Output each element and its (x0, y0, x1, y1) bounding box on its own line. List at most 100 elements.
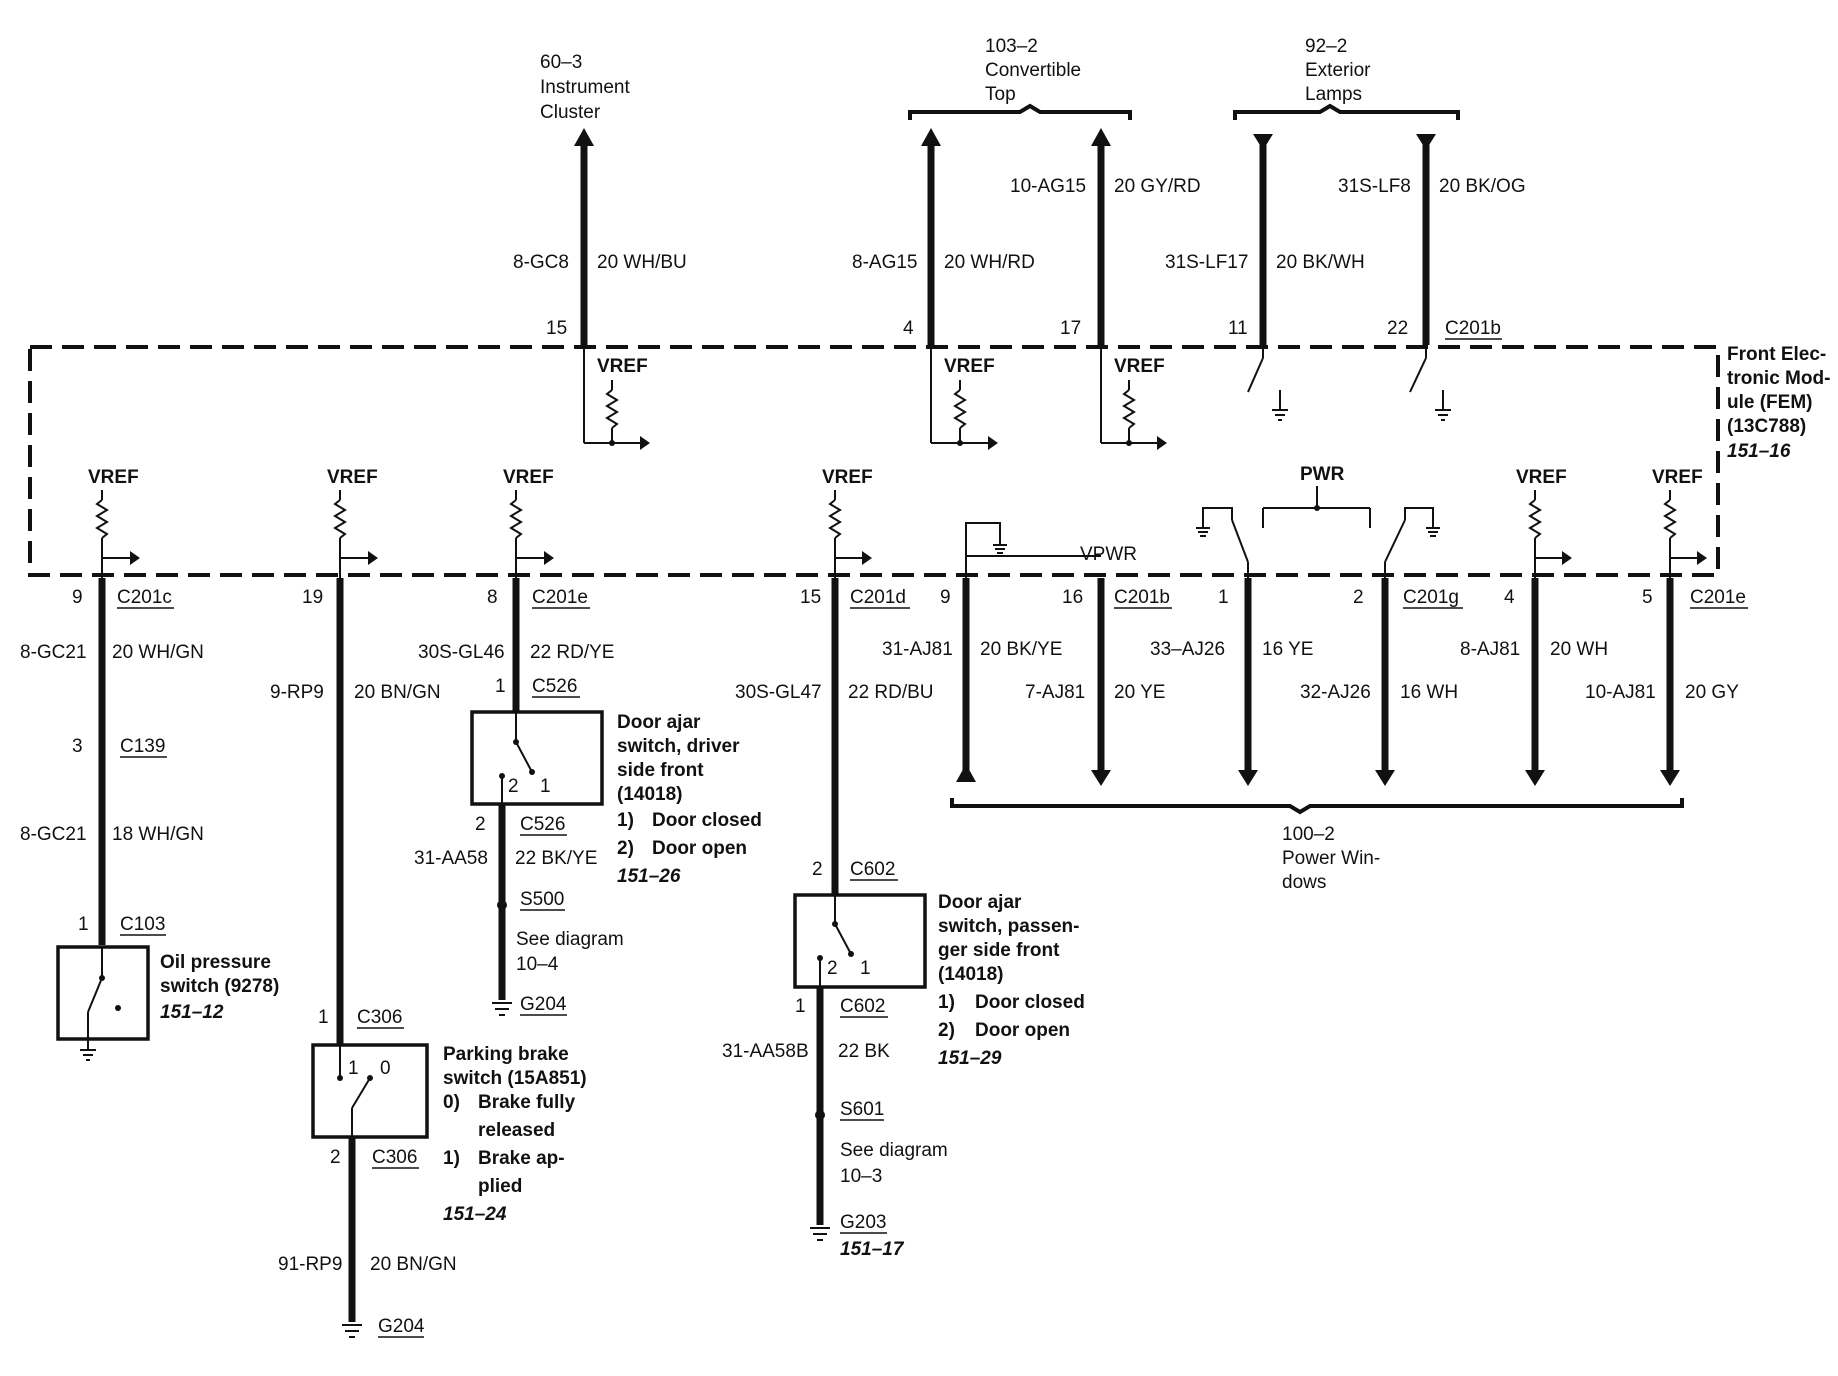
ref-power-windows: 100–2 Power Win- dows (950, 798, 1684, 893)
svg-text:31-AA58B: 31-AA58B (722, 1041, 809, 1062)
svg-text:Door closed: Door closed (975, 992, 1085, 1013)
svg-text:C306: C306 (357, 1007, 402, 1028)
svg-text:8-GC21: 8-GC21 (20, 824, 87, 845)
svg-text:22: 22 (1387, 318, 1408, 339)
svg-text:19: 19 (302, 587, 323, 608)
bottom-wire-7-aj81: 16 C201b 7-AJ81 20 YE (1025, 578, 1172, 786)
svg-text:20 BK/WH: 20 BK/WH (1276, 252, 1365, 273)
svg-text:C201g: C201g (1403, 587, 1459, 608)
svg-text:16 YE: 16 YE (1262, 639, 1313, 660)
svg-text:1: 1 (318, 1007, 329, 1028)
svg-text:15: 15 (546, 318, 567, 339)
svg-text:switch, passen-: switch, passen- (938, 916, 1080, 937)
svg-text:C201e: C201e (1690, 587, 1746, 608)
svg-text:151–17: 151–17 (840, 1239, 905, 1260)
ref-convertible-top: 103–2 Convertible Top (908, 36, 1132, 120)
svg-text:Parking brake: Parking brake (443, 1044, 569, 1065)
svg-text:Door open: Door open (975, 1020, 1070, 1041)
vref-bottom-8: VREF (503, 467, 554, 578)
svg-text:Oil pressure: Oil pressure (160, 952, 271, 973)
svg-text:C602: C602 (840, 996, 885, 1017)
svg-text:20 BN/GN: 20 BN/GN (370, 1254, 457, 1275)
connector-c201b-top: C201b (1445, 318, 1502, 340)
door-ajar-switch-passenger: 2 C602 2 1 1 C602 Door ajar switch, pass… (722, 859, 1085, 1260)
svg-text:15: 15 (800, 587, 821, 608)
svg-text:151–12: 151–12 (160, 1002, 224, 1023)
svg-text:C306: C306 (372, 1147, 417, 1168)
svg-text:Power Win-: Power Win- (1282, 848, 1380, 869)
vref-internal-15: VREF (583, 347, 650, 450)
svg-text:VREF: VREF (1516, 467, 1567, 488)
svg-text:20 GY/RD: 20 GY/RD (1114, 176, 1201, 197)
svg-text:2: 2 (330, 1147, 341, 1168)
svg-text:151–16: 151–16 (1727, 441, 1791, 462)
svg-text:VREF: VREF (1652, 467, 1703, 488)
svg-text:16: 16 (1062, 587, 1083, 608)
svg-text:8-AJ81: 8-AJ81 (1460, 639, 1520, 660)
svg-text:2: 2 (508, 776, 519, 797)
svg-text:Brake ap-: Brake ap- (478, 1148, 565, 1169)
vref-bottom-9: VREF (88, 467, 140, 578)
top-wire-8-gc8: 8-GC8 20 WH/BU 15 (513, 128, 687, 345)
svg-text:1: 1 (860, 958, 871, 979)
svg-text:3: 3 (72, 736, 83, 757)
svg-text:1: 1 (348, 1058, 359, 1079)
svg-text:16 WH: 16 WH (1400, 682, 1458, 703)
top-wire-31s-lf8: 31S-LF8 20 BK/OG 22 (1338, 134, 1526, 345)
svg-text:(13C788): (13C788) (1727, 416, 1806, 437)
svg-text:Lamps: Lamps (1305, 84, 1362, 105)
fem-module-boundary (28, 345, 1720, 577)
svg-text:Exterior: Exterior (1305, 60, 1371, 81)
svg-text:plied: plied (478, 1176, 522, 1197)
svg-text:G204: G204 (520, 994, 567, 1015)
vref-bottom-4: VREF (1516, 467, 1572, 578)
svg-text:20 WH: 20 WH (1550, 639, 1608, 660)
svg-text:4: 4 (903, 318, 914, 339)
bottom-wire-32-aj26: 2 C201g 32-AJ26 16 WH (1300, 578, 1463, 786)
svg-text:8-GC21: 8-GC21 (20, 642, 87, 663)
vref-bottom-5: VREF (1652, 467, 1707, 578)
parking-brake-switch: 1 C306 1 0 2 C306 Parking brake switch (… (278, 1007, 587, 1338)
svg-text:20 BK/OG: 20 BK/OG (1439, 176, 1526, 197)
top-wire-31s-lf17: 31S-LF17 20 BK/WH 11 (1165, 134, 1365, 345)
svg-text:Door ajar: Door ajar (617, 712, 701, 733)
bottom-wire-33-aj26: 1 33–AJ26 16 YE (1150, 578, 1313, 786)
svg-text:22 RD/BU: 22 RD/BU (848, 682, 934, 703)
bottom-wire-8-aj81: 4 8-AJ81 20 WH (1460, 578, 1608, 786)
top-wire-8-ag15: 8-AG15 20 WH/RD 4 (852, 128, 1035, 345)
svg-text:1): 1) (443, 1148, 460, 1169)
svg-text:Front Elec-: Front Elec- (1727, 344, 1826, 365)
svg-text:103–2: 103–2 (985, 36, 1038, 57)
ref-instrument-cluster: 60–3 Instrument Cluster (540, 52, 630, 123)
svg-text:S500: S500 (520, 889, 564, 910)
svg-text:20 BN/GN: 20 BN/GN (354, 682, 441, 703)
svg-text:20 WH/RD: 20 WH/RD (944, 252, 1035, 273)
svg-text:31S-LF17: 31S-LF17 (1165, 252, 1248, 273)
svg-text:2: 2 (1353, 587, 1364, 608)
bottom-wire-10-aj81: 5 C201e 10-AJ81 20 GY (1585, 578, 1748, 786)
svg-text:92–2: 92–2 (1305, 36, 1347, 57)
svg-text:VREF: VREF (503, 467, 554, 488)
svg-text:ger side front: ger side front (938, 940, 1060, 961)
svg-text:1): 1) (938, 992, 955, 1013)
svg-text:20 WH/GN: 20 WH/GN (112, 642, 204, 663)
svg-text:18 WH/GN: 18 WH/GN (112, 824, 204, 845)
svg-text:100–2: 100–2 (1282, 824, 1335, 845)
door-ajar-switch-driver: 1 C526 2 1 2 C526 Door ajar switch, driv… (414, 676, 762, 1016)
svg-text:10-AJ81: 10-AJ81 (1585, 682, 1656, 703)
svg-text:91-RP9: 91-RP9 (278, 1254, 342, 1275)
svg-text:1: 1 (78, 914, 89, 935)
svg-text:22 BK: 22 BK (838, 1041, 890, 1062)
svg-text:8-AG15: 8-AG15 (852, 252, 917, 273)
svg-text:C526: C526 (520, 814, 565, 835)
svg-text:(14018): (14018) (617, 784, 683, 805)
svg-text:VPWR: VPWR (1080, 544, 1137, 565)
svg-text:60–3: 60–3 (540, 52, 582, 73)
svg-text:C201b: C201b (1445, 318, 1501, 339)
svg-text:10–3: 10–3 (840, 1166, 882, 1187)
fem-label: Front Elec- tronic Mod- ule (FEM) (13C78… (1727, 344, 1830, 462)
svg-text:2): 2) (938, 1020, 955, 1041)
svg-text:1: 1 (1218, 587, 1229, 608)
svg-text:ule (FEM): ule (FEM) (1727, 392, 1813, 413)
